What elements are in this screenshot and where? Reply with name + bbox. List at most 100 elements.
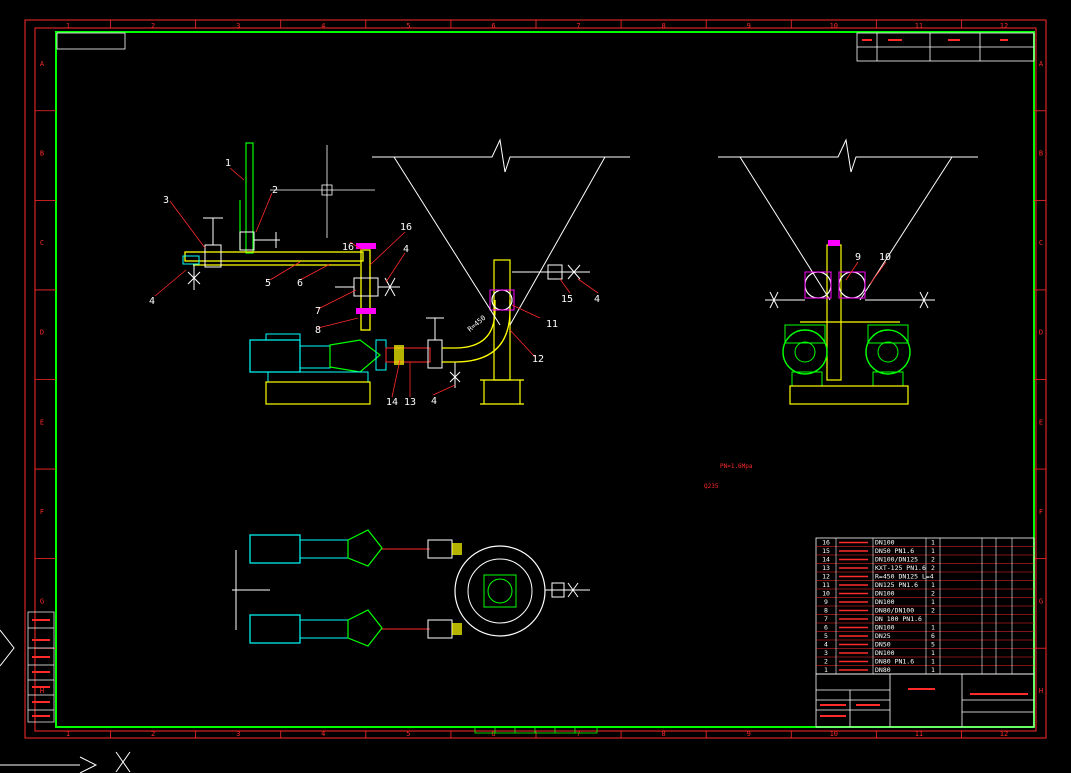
callout-1: 1 xyxy=(225,158,231,169)
bom-item-number: 5 xyxy=(824,632,828,640)
bom-item-number: 3 xyxy=(824,649,828,657)
row-marker: A xyxy=(1039,60,1044,68)
bom-item-spec: DN50 PN1.6 xyxy=(875,547,914,555)
tank-stand xyxy=(480,259,524,405)
column-marker: 5 xyxy=(406,730,410,738)
bom-item-number: 16 xyxy=(822,539,830,547)
callout-16: 16 xyxy=(342,242,354,253)
column-marker: 1 xyxy=(66,730,70,738)
bom-item-spec: DN100/DN125 xyxy=(875,556,918,564)
note-pressure: PN=1.6Mpa xyxy=(720,463,753,470)
bom-item-qty: 2 xyxy=(931,607,935,615)
column-marker: 8 xyxy=(662,730,666,738)
plan-side-valve xyxy=(545,582,590,598)
pump-plan-upper xyxy=(249,529,462,567)
hopper-front xyxy=(372,138,630,326)
column-marker: 5 xyxy=(406,22,410,30)
row-marker: B xyxy=(40,150,44,158)
bom-item-qty: 1 xyxy=(931,649,935,657)
plan-view xyxy=(232,529,590,647)
callout-leaders xyxy=(154,167,887,398)
bom-item-qty: 5 xyxy=(931,641,935,649)
callout-4: 4 xyxy=(431,396,437,407)
callout-10: 10 xyxy=(879,252,891,263)
pump-side-right xyxy=(865,324,911,387)
row-marker: H xyxy=(1039,687,1043,695)
bom-item-spec: DN100 xyxy=(875,539,895,547)
note-material: Q235 xyxy=(704,483,719,490)
column-marker: 3 xyxy=(236,730,240,738)
callout-4: 4 xyxy=(403,244,409,255)
row-marker: F xyxy=(40,508,44,516)
row-marker: E xyxy=(40,418,44,426)
row-marker: E xyxy=(1039,418,1043,426)
bom-item-spec: DN80 PN1.6 xyxy=(875,658,914,666)
callout-6: 6 xyxy=(297,278,303,289)
bom-item-qty: 2 xyxy=(931,590,935,598)
callout-14: 14 xyxy=(386,397,398,408)
bom-item-number: 10 xyxy=(822,590,830,598)
approval-strip xyxy=(27,611,55,723)
column-marker: 11 xyxy=(915,730,923,738)
approval-strip-marks xyxy=(32,619,50,717)
bom-item-qty: 1 xyxy=(931,666,935,674)
bom-item-qty: 1 xyxy=(931,624,935,632)
notes-block: PN=1.6Mpa Q235 xyxy=(704,463,753,490)
column-marker: 4 xyxy=(321,22,325,30)
bom-item-qty: 1 xyxy=(931,598,935,606)
callout-4: 4 xyxy=(149,296,155,307)
bom-item-qty: 1 xyxy=(931,581,935,589)
bom-item-number: 6 xyxy=(824,624,828,632)
pump-plan-lower xyxy=(249,609,462,647)
bottom-center-scale xyxy=(474,726,598,734)
row-marker: A xyxy=(40,60,45,68)
callout-12: 12 xyxy=(532,354,544,365)
column-marker: 7 xyxy=(576,22,580,30)
callout-5: 5 xyxy=(265,278,271,289)
column-marker: 10 xyxy=(830,730,838,738)
callout-16: 16 xyxy=(400,222,412,233)
column-marker: 9 xyxy=(747,22,751,30)
revision-box xyxy=(856,32,1035,62)
column-marker: 2 xyxy=(151,22,155,30)
bom-item-qty: 2 xyxy=(931,556,935,564)
bom-item-number: 1 xyxy=(824,666,828,674)
column-marker: 11 xyxy=(915,22,923,30)
pump-motor-front xyxy=(249,333,387,405)
bom-item-number: 7 xyxy=(824,615,828,623)
bom-item-qty: 2 xyxy=(931,564,935,572)
column-marker: 4 xyxy=(321,730,325,738)
bom-item-number: 14 xyxy=(822,556,830,564)
tank-plan-circle xyxy=(454,545,546,637)
bom-item-number: 13 xyxy=(822,564,830,572)
discharge-gate-valve xyxy=(426,317,461,388)
side-valve-right xyxy=(512,264,590,280)
corner-stamp-box xyxy=(56,32,126,50)
row-marker: C xyxy=(1039,239,1043,247)
row-marker: G xyxy=(40,597,44,605)
elbow-pipe xyxy=(442,300,496,349)
bom-item-number: 9 xyxy=(824,598,828,606)
bom-item-number: 4 xyxy=(824,641,828,649)
column-marker: 8 xyxy=(662,22,666,30)
title-block-marks xyxy=(820,688,1028,717)
bom-item-qty: 1 xyxy=(931,658,935,666)
ball-valve-center xyxy=(489,289,515,311)
column-marker: 9 xyxy=(747,730,751,738)
gate-valve-upper xyxy=(239,231,280,251)
row-marker: G xyxy=(1039,597,1043,605)
